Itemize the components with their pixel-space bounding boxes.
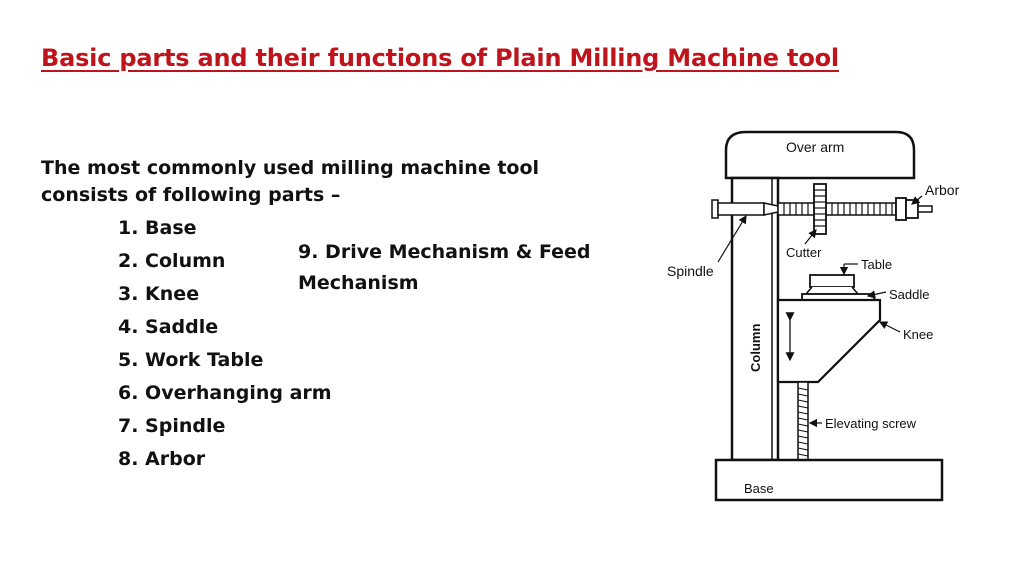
list-item: 7. Spindle: [118, 415, 226, 437]
label-arbor: Arbor: [925, 182, 960, 198]
page-title: Basic parts and their functions of Plain…: [41, 44, 839, 72]
column-shape: [730, 176, 780, 462]
cutter-shape: [813, 183, 827, 235]
label-cutter: Cutter: [786, 245, 822, 260]
list-item: 1. Base: [118, 217, 197, 239]
parts-list: 1. Base 2. Column 3. Knee 4. Saddle 5. W…: [118, 214, 332, 478]
label-column: Column: [748, 324, 763, 372]
label-table: Table: [861, 257, 892, 272]
over-arm-shape: [724, 130, 916, 180]
milling-machine-diagram: Over arm Arbor Spindle Cutter Table Sadd…: [667, 130, 960, 502]
arbor-shape: [777, 197, 933, 221]
label-spindle: Spindle: [667, 263, 714, 279]
list-item: 8. Arbor: [118, 448, 206, 470]
list-item: 6. Overhanging arm: [118, 382, 332, 404]
elevating-screw-shape: [797, 381, 809, 461]
list-item: 4. Saddle: [118, 316, 219, 338]
label-elevating-screw: Elevating screw: [825, 416, 917, 431]
list-item: 3. Knee: [118, 283, 200, 305]
intro-text: The most commonly used milling machine t…: [41, 157, 540, 206]
knee-shape: [776, 298, 882, 384]
base-shape: [714, 458, 944, 502]
label-over-arm: Over arm: [786, 139, 844, 155]
label-knee: Knee: [903, 327, 933, 342]
drive-mechanism-item: 9. Drive Mechanism & Feed Mechanism: [298, 241, 591, 294]
label-saddle: Saddle: [889, 287, 929, 302]
list-item: 5. Work Table: [118, 349, 264, 371]
list-item: 2. Column: [118, 250, 226, 272]
label-base: Base: [744, 481, 774, 496]
table-shape: [804, 274, 860, 295]
